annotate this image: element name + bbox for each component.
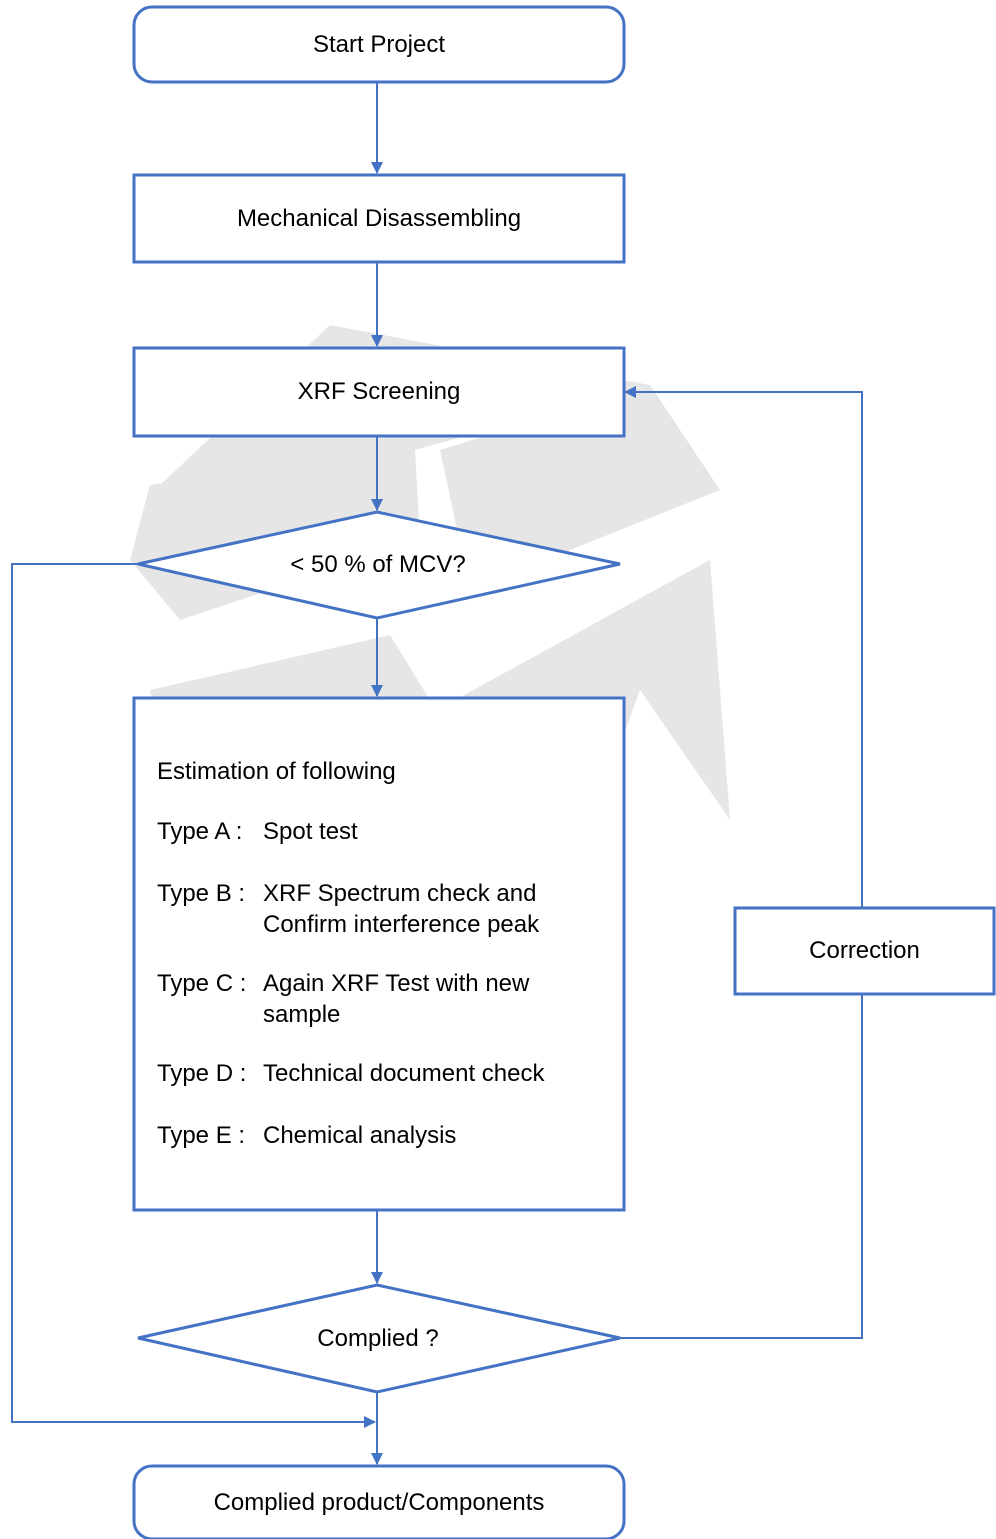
mcv-decision-label: < 50 % of MCV? [290,551,466,578]
type-a-prefix: Type A : [157,818,243,845]
type-b-prefix: Type B : [157,880,246,907]
end-node [132,1464,626,1539]
type-c-prefix: Type C : [157,970,247,997]
correction-node [733,906,996,996]
type-e-item: Type E : Chemical analysis [157,1120,456,1151]
xrf-screening-label: XRF Screening [297,378,461,405]
disassembling-node [132,173,626,264]
mcv-decision-node [137,510,621,620]
correction-label: Correction [809,937,920,964]
complied-decision-node [137,1283,621,1394]
arrow-correction-to-xrf [624,386,863,908]
end-label: Complied product/Components [213,1488,545,1516]
start-node [132,5,626,84]
type-b-item: Type B : XRF Spectrum check and Confirm i… [157,878,539,940]
type-d-text: Technical document check [263,1060,545,1087]
type-b-continuation: Confirm interference peak [263,911,540,938]
type-c-text: Again XRF Test with new [263,970,530,997]
type-b-text: XRF Spectrum check and [263,880,537,907]
arrow-complied-no-to-correction [620,973,868,1339]
estimation-heading: Estimation of following [157,758,396,785]
type-d-prefix: Type D : [157,1060,247,1087]
type-e-text: Chemical analysis [263,1122,457,1149]
estimation-node [132,696,626,1212]
arrow-mcv-yes-bypass [11,563,376,1428]
xrf-screening-node [132,346,626,438]
start-label: Start Project [312,30,446,58]
type-d-item: Type D : Technical document check [157,1058,544,1089]
type-c-continuation: sample [263,1001,341,1028]
type-c-item: Type C : Again XRF Test with new sample [157,968,529,1030]
type-a-item: Type A : Spot test [157,816,358,847]
type-a-text: Spot test [263,818,358,845]
complied-decision-label: Complied ? [317,1325,439,1352]
disassembling-label: Mechanical Disassembling [236,204,522,232]
type-e-prefix: Type E : [157,1122,246,1149]
